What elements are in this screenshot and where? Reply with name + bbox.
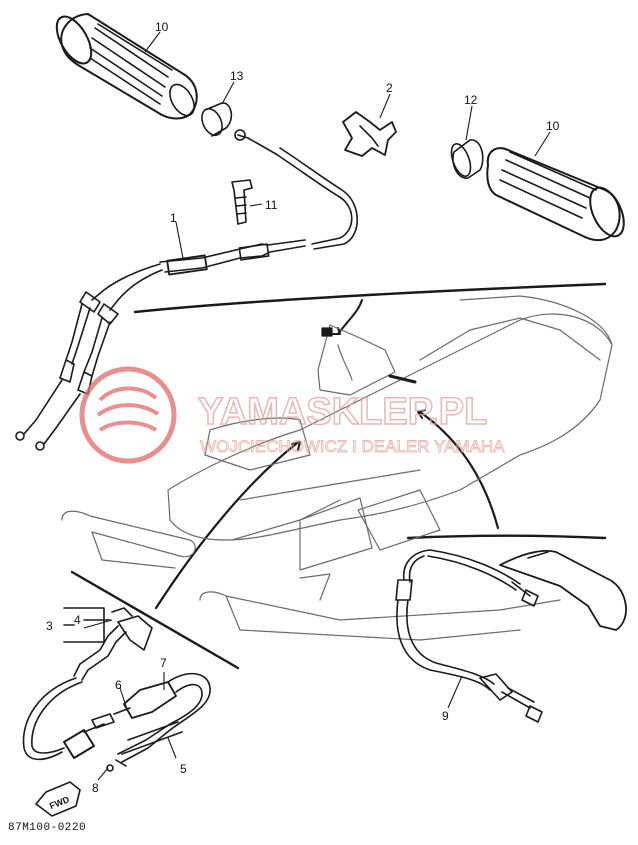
right-grip <box>450 139 625 242</box>
arrow-to-brake <box>418 410 500 530</box>
watermark-logo-icon <box>79 366 177 464</box>
callout-12: 12 <box>464 93 478 107</box>
screw <box>231 179 253 225</box>
callout-6: 6 <box>115 678 122 692</box>
callout-11: 11 <box>265 198 278 212</box>
brake-assembly <box>395 549 627 723</box>
arrow-to-switch <box>154 442 298 610</box>
callout-10-right: 10 <box>546 119 560 133</box>
callout-13: 13 <box>230 69 244 83</box>
snowmobile-outline <box>61 295 613 641</box>
divider-top <box>133 282 607 314</box>
watermark-title: YAMASKLEP.PL <box>198 391 487 433</box>
wire-clip <box>342 111 397 157</box>
left-grip <box>55 13 198 120</box>
collar <box>201 102 233 137</box>
callout-5: 5 <box>180 762 187 776</box>
leader-lines <box>83 31 551 781</box>
watermark: YAMASKLEP.PL WOJCIECHOWICZ I DEALER YAMA… <box>79 366 506 464</box>
callout-1: 1 <box>170 211 177 225</box>
divider-left <box>70 570 240 670</box>
callout-4: 4 <box>74 613 81 627</box>
arrow-to-handlebar <box>337 299 363 335</box>
callout-8: 8 <box>92 781 99 795</box>
callout-2: 2 <box>386 81 393 95</box>
part-code: 87M100-0220 <box>8 822 87 834</box>
callout-7: 7 <box>160 656 167 670</box>
fwd-arrow-icon: FWD <box>34 781 81 817</box>
watermark-subtitle: WOJCIECHOWICZ I DEALER YAMAHA <box>200 437 505 456</box>
callout-10-left: 10 <box>155 20 169 34</box>
switch-assembly <box>22 607 211 772</box>
callout-3: 3 <box>46 619 53 633</box>
callout-labels: 10 13 2 12 10 11 1 3 4 7 6 5 8 9 <box>46 20 560 795</box>
throttle-cable <box>15 129 358 451</box>
divider-right <box>406 534 607 540</box>
callout-9: 9 <box>442 709 449 723</box>
